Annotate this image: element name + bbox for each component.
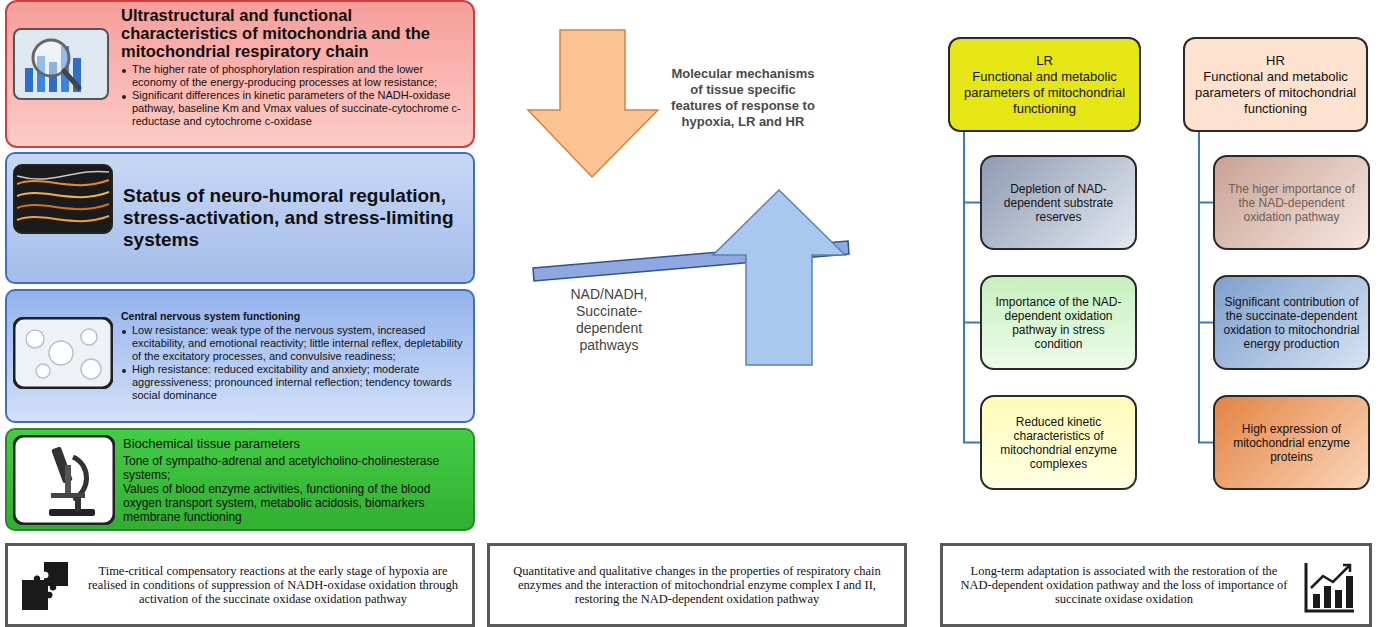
svg-circle [49, 341, 73, 365]
svg-circle [81, 329, 97, 345]
svg-path [17, 180, 109, 185]
box-text: Quantitative and qualitative changes in … [502, 564, 892, 606]
box-heading: Biochemical tissue parameters [123, 436, 465, 452]
svg-path [17, 192, 109, 197]
box-text: Time-critical compensatory reactions at … [82, 564, 464, 606]
box-heading: Central nervous system functioning [121, 310, 467, 323]
text-group: Status of neuro-humoral regulation, stre… [123, 185, 465, 251]
box-text: High resistance: reduced excitability an… [121, 363, 467, 402]
box-text: Functional and metabolic parameters of m… [958, 69, 1131, 117]
tree-connector [1199, 132, 1213, 443]
text-group: High expression of mitochondrial enzyme … [1223, 422, 1360, 464]
svg-path [44, 562, 68, 591]
parameter-box: High expression of mitochondrial enzyme … [1213, 395, 1370, 490]
tree-connector [964, 132, 980, 203]
box-text: Reduced kinetic characteristics of mitoc… [990, 415, 1127, 471]
tree-connector [964, 132, 980, 443]
note-box: Time-critical compensatory reactions at … [5, 543, 475, 627]
box-text: Significant differences in kinetic param… [121, 89, 467, 128]
box-text: The higher rate of phosphorylation respi… [121, 63, 467, 89]
svg-rect [14, 318, 112, 388]
svg-path [17, 171, 109, 179]
box-text: Status of neuro-humoral regulation, stre… [123, 185, 465, 251]
center-heading: Molecular mechanisms of tissue specific … [668, 66, 818, 130]
box-text: Long-term adaptation is associated with … [955, 564, 1293, 606]
pathway-label: NAD/NADH, Succinate-dependent pathways [548, 286, 670, 354]
up-arrow [713, 190, 845, 365]
text-group: Reduced kinetic characteristics of mitoc… [990, 415, 1127, 471]
svg-rect [75, 497, 81, 511]
tree-connector [964, 132, 980, 323]
info-panel: Biochemical tissue parametersTone of sym… [5, 428, 475, 531]
box-text: Low resistance: weak type of the nervous… [121, 324, 467, 363]
box-text: Values of blood enzyme activities, funct… [123, 482, 465, 524]
text-group: Importance of the NAD-dependent oxidatio… [990, 295, 1127, 351]
svg-rect [1313, 594, 1320, 608]
svg-path [73, 457, 87, 499]
text-group: Central nervous system functioningLow re… [121, 310, 467, 402]
note-box: Long-term adaptation is associated with … [940, 543, 1372, 627]
tree-connector [1199, 132, 1213, 203]
info-panel: Ultrastructural and functional character… [5, 0, 475, 148]
box-text: High expression of mitochondrial enzyme … [1223, 422, 1360, 464]
text-group: LRFunctional and metabolic parameters of… [958, 53, 1131, 117]
svg-rect [1335, 590, 1342, 608]
parameter-box: Reduced kinetic characteristics of mitoc… [980, 395, 1137, 490]
svg-rect [14, 165, 112, 233]
svg-rect [1346, 576, 1353, 608]
box-text: Depletion of NAD-dependent substrate res… [990, 182, 1127, 224]
box-text: Importance of the NAD-dependent oxidatio… [990, 295, 1127, 351]
box-text: The higer importance of the NAD-dependen… [1223, 182, 1360, 224]
group-header: HRFunctional and metabolic parameters of… [1183, 37, 1368, 132]
growth-chart-icon [1303, 560, 1357, 614]
box-heading: LR [958, 53, 1131, 69]
box-heading: HR [1193, 53, 1358, 69]
parameter-box: Importance of the NAD-dependent oxidatio… [980, 275, 1137, 370]
text-group: HRFunctional and metabolic parameters of… [1193, 53, 1358, 117]
svg-path [1311, 566, 1349, 588]
svg-circle [26, 330, 44, 348]
svg-line [64, 71, 79, 88]
box-text: Tone of sympatho-adrenal and acetylcholi… [123, 454, 465, 482]
svg-path [1343, 565, 1350, 572]
chart-magnifier-icon [13, 28, 109, 100]
parameter-box: Significant contribution of the succinat… [1213, 275, 1370, 370]
svg-rect [25, 68, 33, 92]
svg-rect [1324, 586, 1331, 608]
text-group: Time-critical compensatory reactions at … [82, 564, 464, 606]
svg-path [1306, 563, 1354, 611]
spheres-icon [13, 317, 113, 389]
down-arrow [528, 30, 658, 177]
tree-connector [1199, 132, 1213, 323]
svg-rect [49, 509, 95, 516]
svg-rect [14, 29, 108, 99]
puzzle-icon [18, 558, 74, 614]
microscope-icon [13, 435, 115, 525]
text-group: Quantitative and qualitative changes in … [502, 564, 892, 606]
svg-rect [65, 465, 71, 495]
svg-circle [36, 364, 50, 378]
info-panel: Status of neuro-humoral regulation, stre… [5, 152, 475, 284]
fiber-optic-icon [13, 164, 113, 234]
note-box: Quantitative and qualitative changes in … [487, 543, 907, 627]
svg-path [17, 204, 109, 209]
text-group: Significant contribution of the succinat… [1223, 295, 1360, 351]
box-heading: Ultrastructural and functional character… [121, 6, 467, 60]
box-text: Significant contribution of the succinat… [1223, 295, 1360, 351]
svg-path [17, 216, 109, 221]
text-group: Ultrastructural and functional character… [121, 6, 467, 128]
svg-rect [14, 436, 114, 524]
parameter-box: Depletion of NAD-dependent substrate res… [980, 155, 1137, 250]
info-panel: Central nervous system functioningLow re… [5, 289, 475, 423]
text-group: Depletion of NAD-dependent substrate res… [990, 182, 1127, 224]
group-header: LRFunctional and metabolic parameters of… [948, 37, 1141, 132]
text-group: Biochemical tissue parametersTone of sym… [123, 436, 465, 524]
parameter-box: The higer importance of the NAD-dependen… [1213, 155, 1370, 250]
svg-circle [81, 359, 101, 379]
box-text: Functional and metabolic parameters of m… [1193, 69, 1358, 117]
text-group: Long-term adaptation is associated with … [955, 564, 1293, 606]
text-group: The higer importance of the NAD-dependen… [1223, 182, 1360, 224]
